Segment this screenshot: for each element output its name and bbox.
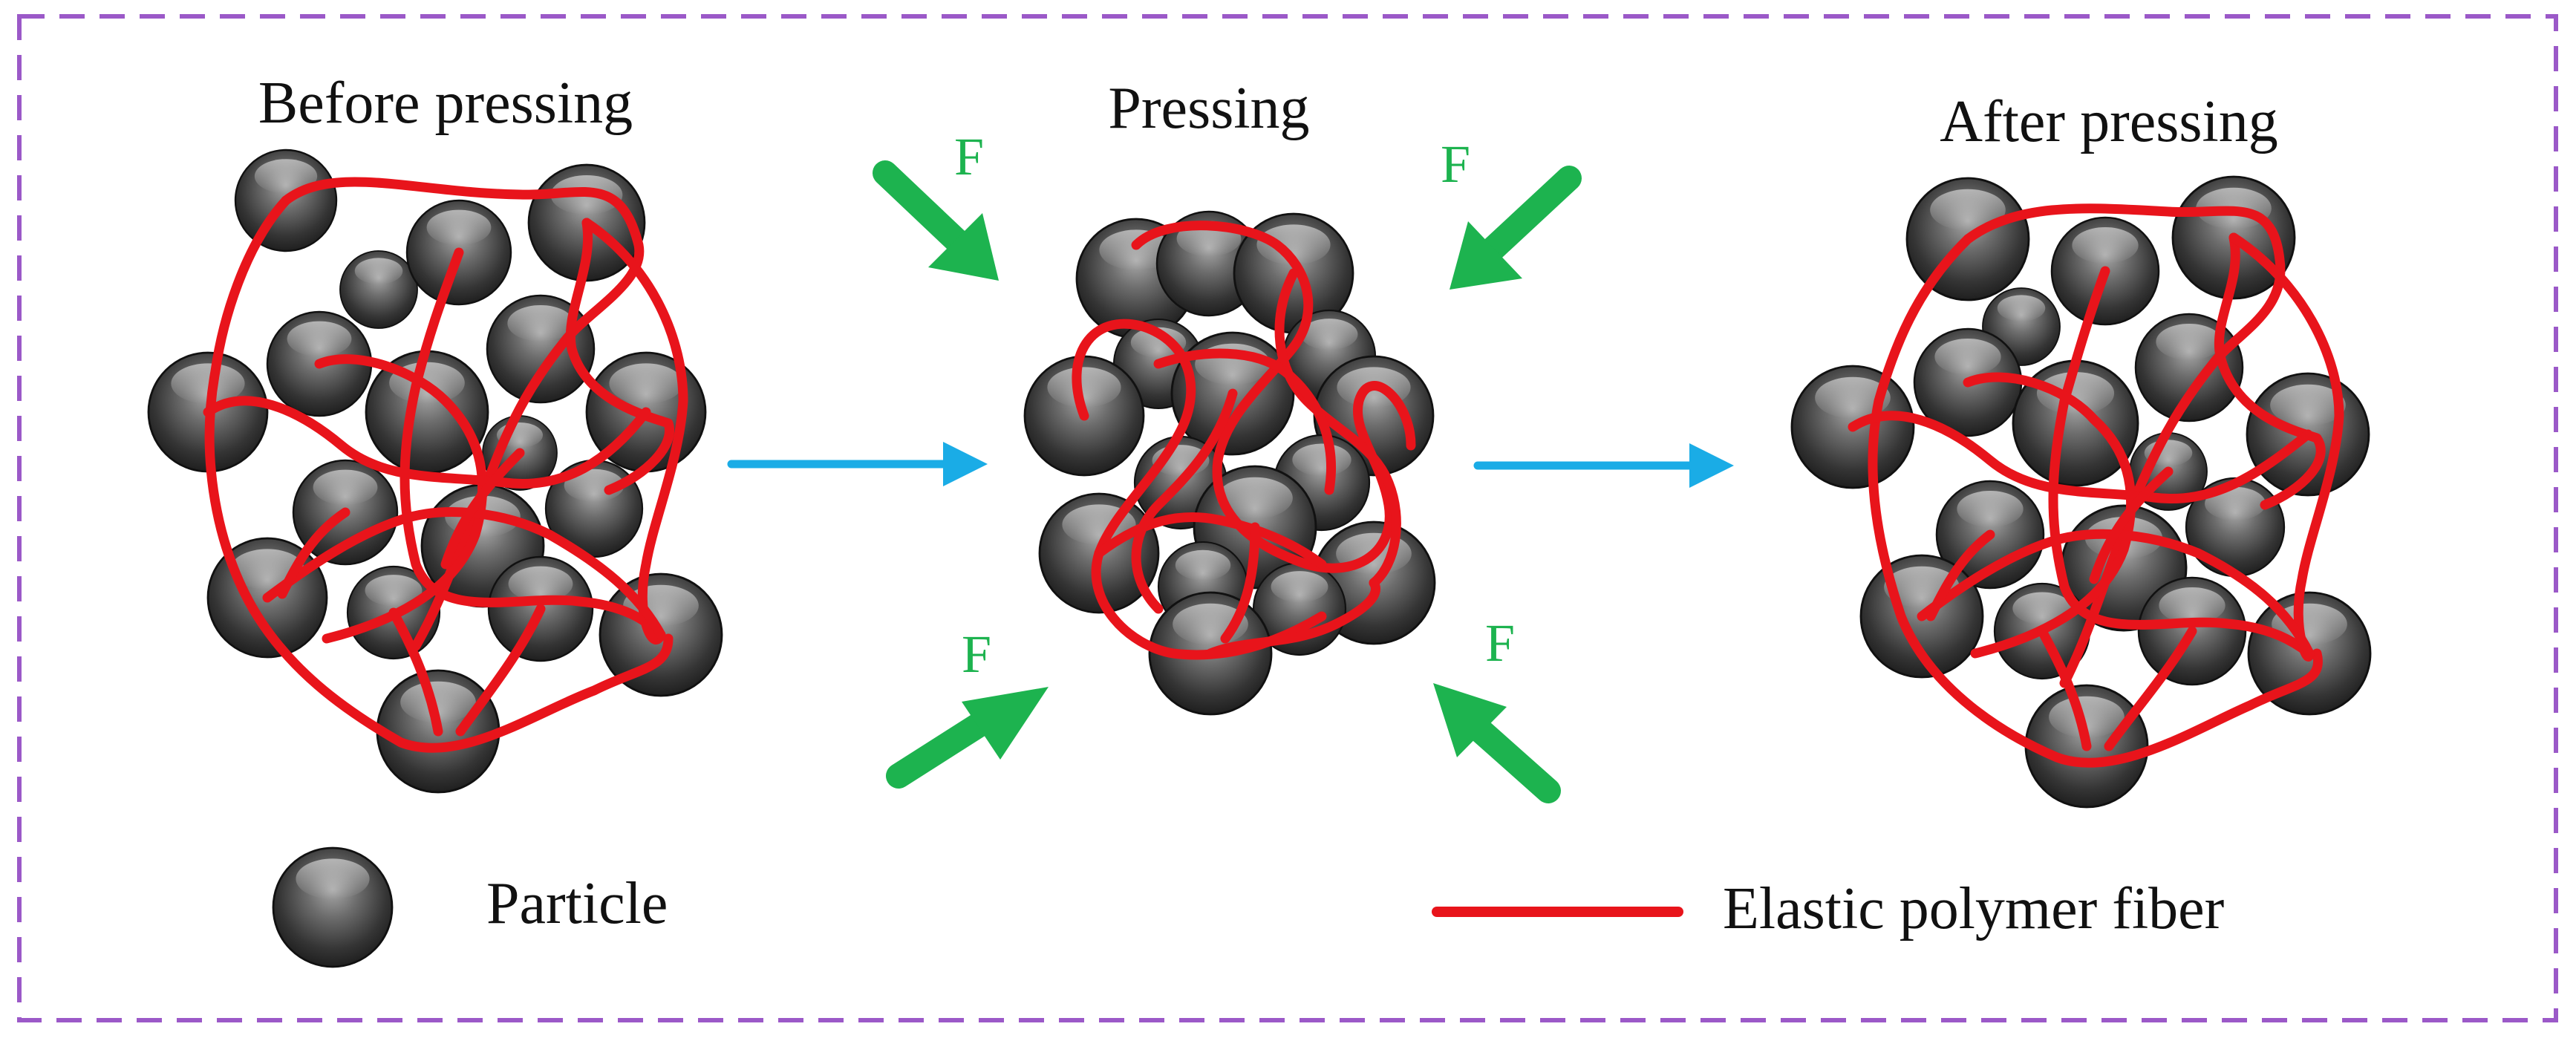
title-after-pressing: After pressing	[1940, 89, 2277, 154]
after-cluster	[1792, 177, 2370, 807]
legend: Particle Elastic polymer fiber	[273, 848, 2224, 967]
pressing-fibers	[1072, 221, 1416, 660]
legend-fiber-label: Elastic polymer fiber	[1723, 876, 2224, 942]
force-arrow-top-left	[873, 160, 999, 281]
title-pressing: Pressing	[1108, 76, 1309, 141]
force-arrow-top-right	[1450, 166, 1582, 290]
force-label-bottom-right: F	[1485, 613, 1515, 673]
before-cluster	[149, 150, 722, 792]
process-arrow-1	[727, 442, 988, 486]
pressing-cluster	[1025, 212, 1435, 714]
dashed-border	[17, 14, 2558, 1022]
force-arrow-bottom-right	[1433, 683, 1561, 803]
before-fibers	[203, 177, 688, 753]
force-label-top-right: F	[1441, 134, 1470, 194]
force-label-bottom-left: F	[962, 624, 991, 684]
title-before-pressing: Before pressing	[258, 71, 633, 136]
force-arrow-bottom-left	[886, 687, 1049, 789]
process-arrow-2	[1473, 443, 1734, 488]
after-fibers	[1848, 203, 2344, 768]
force-arrows	[873, 160, 1582, 803]
legend-particle-swatch	[273, 848, 392, 967]
force-label-top-left: F	[954, 127, 984, 186]
legend-particle-label: Particle	[486, 871, 668, 936]
